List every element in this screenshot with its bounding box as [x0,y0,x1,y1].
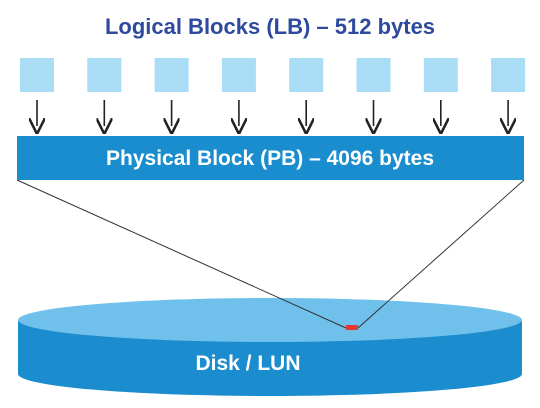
logical-block [423,58,458,92]
logical-block [87,58,122,92]
physical-block [17,136,524,180]
diagram-title: Logical Blocks (LB) – 512 bytes [104,14,436,39]
logical-blocks [20,58,526,126]
logical-block [491,58,526,92]
logical-block [289,58,324,92]
logical-block [154,58,189,92]
mapping-line-right [357,179,525,329]
logical-block [221,58,256,92]
logical-block [356,58,391,92]
physical-block-marker [346,325,358,330]
disk-top [18,298,522,342]
disk-label: Disk / LUN [195,352,300,375]
logical-block [20,58,54,92]
physical-block-label: Physical Block (PB) – 4096 bytes [106,147,434,170]
mapping-line-left [16,179,347,329]
